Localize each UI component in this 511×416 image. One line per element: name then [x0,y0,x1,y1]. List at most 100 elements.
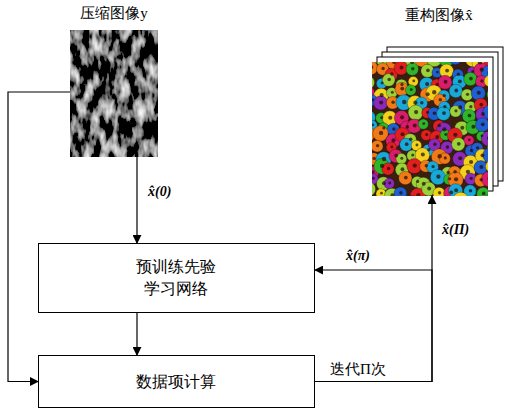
compressed-image [70,30,158,157]
bead-hole [390,193,394,196]
bead-hole [400,66,404,70]
image-node: 压缩图像y [70,4,158,157]
bead-hole [457,73,460,76]
box-label: 预训练先验 学习网络 [133,256,219,299]
bead-hole [478,62,482,65]
bead-hole [401,167,405,171]
bead-hole [415,144,418,147]
bead-hole [436,83,439,86]
process-box: 数据项计算 [38,355,315,408]
bead-hole [482,192,486,196]
bead-hole [379,131,383,135]
bead-hole [380,116,383,119]
bead [483,105,488,119]
bead-hole [439,98,442,101]
bead [405,85,416,96]
bead-hole [413,101,417,105]
bead [382,74,395,87]
bead-hole [444,133,447,136]
bead-hole [470,177,473,180]
bead-hole [422,122,425,125]
bead-hole [481,134,484,137]
arrow-connector [315,196,432,382]
bead [430,169,445,184]
bead-hole [412,80,415,83]
bead-hole [469,105,472,108]
bead-hole [380,192,383,195]
bead [374,96,388,110]
bead [400,138,413,151]
bead-hole [468,138,471,141]
bead-hole [411,154,414,157]
bead-hole [476,146,479,149]
arrow-connector [8,92,70,382]
bead-hole [481,153,485,157]
bead-hole [382,157,386,161]
bead-hole [379,100,383,104]
bead-hole [466,93,469,96]
bead-hole [388,182,391,185]
bead-hole [449,191,453,195]
bead-hole [414,110,418,114]
bead-hole [426,111,429,114]
bead-hole [382,181,386,185]
bead-hole [471,70,474,73]
bead-hole [426,92,430,96]
bead-hole [443,105,446,108]
bead-hole [410,88,413,91]
bead-hole [446,145,450,149]
bead-hole [382,126,385,129]
bead-hole [411,67,415,71]
bead-hole [442,111,446,115]
bead [485,160,488,172]
bead-hole [443,94,446,97]
bead-hole [400,87,404,91]
bead [372,140,383,152]
bead-hole [380,164,384,168]
bead-hole [480,79,483,82]
image-stack-node: 重构图像x̂ [372,6,506,196]
beads-image [372,62,488,196]
bead-hole [431,165,434,168]
bead-hole [392,127,395,130]
bead-hole [372,98,374,101]
bead-hole [392,62,396,64]
bead-hole [390,72,394,76]
bead-hole [402,100,406,104]
bead-hole [391,101,395,105]
bead-hole [432,90,436,94]
compressed-image-noise [70,30,158,157]
bead-hole [380,93,384,97]
bead-hole [470,149,473,152]
bead-hole [469,160,473,164]
bead-hole [400,83,403,86]
bead-hole [405,125,409,129]
bead [408,105,423,120]
bead-hole [488,71,489,75]
arrow-connector [136,157,137,243]
bead-hole [481,122,485,126]
bead-hole [437,154,441,158]
bead-hole [426,68,430,72]
bead-hole [445,69,449,73]
process-box: 预训练先验 学习网络 [38,243,315,313]
edge-label: x̂(π) [344,248,372,264]
bead-hole [479,103,483,107]
bead [372,182,376,196]
bead-hole [413,124,417,128]
bead-hole [479,165,483,169]
bead-hole [479,178,483,182]
bead-hole [401,132,405,136]
bead-hole [458,105,462,109]
bead-hole [458,156,462,160]
bead-hole [469,189,473,193]
bead-hole [444,80,448,84]
bead-hole [391,91,394,94]
bead [471,86,485,100]
bead-hole [394,154,398,158]
bead-hole [416,180,419,183]
bead-hole [480,68,484,72]
bead-hole [433,143,436,146]
